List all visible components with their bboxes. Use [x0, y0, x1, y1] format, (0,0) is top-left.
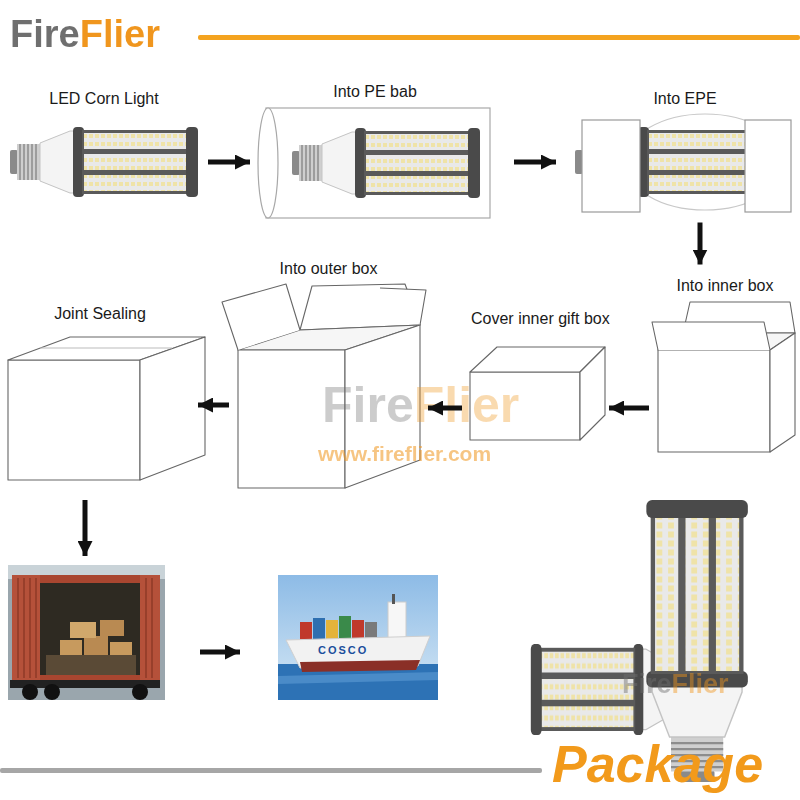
step-label: Into inner box	[652, 276, 798, 296]
ship-name: COSCO	[318, 644, 368, 656]
step-box: LED Corn Light	[8, 85, 200, 200]
flow-arrow	[514, 160, 556, 165]
flow-arrow	[198, 403, 229, 408]
ship-photo	[278, 575, 438, 700]
step-box: Into EPE	[578, 85, 792, 215]
inner-box	[652, 302, 795, 452]
flow-arrow	[698, 223, 703, 265]
watermark: FireFlier	[322, 378, 519, 433]
step-label: LED Corn Light	[8, 89, 200, 109]
flow-arrow	[208, 160, 250, 165]
corn-lamp	[10, 127, 198, 197]
flow-arrow	[200, 650, 240, 655]
corn-lamp	[531, 644, 700, 735]
step-label: Into outer box	[232, 259, 425, 279]
page-title: Package	[552, 738, 763, 790]
truck-photo	[8, 565, 165, 700]
flow-arrow	[428, 406, 462, 411]
sealed-box	[8, 337, 205, 480]
step-box: Into PE bab	[258, 78, 492, 222]
brand-logo: FireFlier	[10, 14, 160, 56]
flow-arrow	[83, 500, 88, 556]
footer-rule	[0, 768, 542, 773]
step-label: Joint Sealing	[5, 304, 195, 324]
header-rule	[198, 35, 800, 40]
pe-bag	[258, 108, 490, 218]
watermark: FireFlier	[622, 670, 729, 700]
step-box: Cover inner gift box	[465, 305, 606, 445]
outer-box	[222, 284, 426, 488]
step-label: Into EPE	[578, 89, 792, 109]
step-box: Into outer box	[232, 255, 425, 490]
epe-foam	[575, 114, 791, 212]
step-box: Into inner box	[652, 272, 798, 455]
flow-arrow	[609, 406, 649, 411]
step-label: Into PE bab	[258, 82, 492, 102]
step-label: Cover inner gift box	[471, 309, 606, 329]
watermark: www.fireflier.com	[318, 442, 491, 465]
gift-box	[470, 347, 605, 440]
step-box: Joint Sealing	[5, 300, 195, 485]
